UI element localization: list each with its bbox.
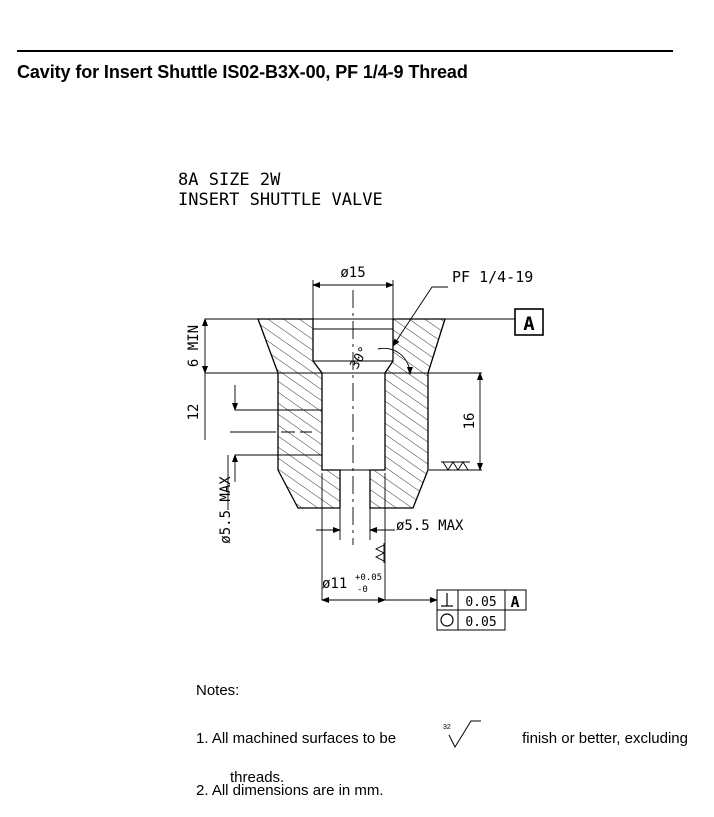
reference-lines bbox=[205, 280, 515, 600]
angle-label: 30° bbox=[347, 344, 372, 372]
dim-port-diameter-bottom: ø5.5 MAX bbox=[396, 518, 464, 534]
note-1-text-after: finish or better, excluding bbox=[522, 730, 688, 747]
note-1: 1. All machined surfaces to be 32 finish… bbox=[196, 720, 688, 788]
notes-heading: Notes: bbox=[196, 682, 240, 699]
note-1-text: 1. All machined surfaces to be bbox=[196, 730, 397, 747]
dim-side-port: 12 bbox=[186, 404, 202, 421]
cavity-drawing: 8A SIZE 2W INSERT SHUTTLE VALVE bbox=[178, 170, 544, 631]
note-1-continuation: threads. bbox=[230, 769, 285, 786]
dim-port-diameter-left: ø5.5 MAX bbox=[218, 476, 234, 544]
fcf-datum: A bbox=[510, 593, 519, 611]
tolerance-upper: +0.05 bbox=[355, 573, 382, 583]
notes-section: Notes: 1. All machined surfaces to be 32… bbox=[196, 681, 688, 799]
datum-a-box bbox=[514, 308, 544, 336]
page-title: Cavity for Insert Shuttle IS02-B3X-00, P… bbox=[17, 62, 468, 82]
tolerance-lower: -0 bbox=[357, 585, 368, 595]
fcf-perpendicularity-value: 0.05 bbox=[465, 595, 496, 610]
thread-label: PF 1/4-19 bbox=[452, 268, 533, 286]
dim-top-diameter: ø15 bbox=[340, 265, 365, 281]
dimension-lines bbox=[202, 282, 483, 603]
surface-roughness-value: 32 bbox=[443, 724, 451, 731]
feature-control-frame: 0.05 A 0.05 bbox=[436, 589, 527, 631]
surface-roughness-icon: 32 bbox=[437, 717, 482, 749]
surface-finish-icon bbox=[374, 543, 386, 563]
circularity-icon bbox=[440, 613, 454, 627]
dim-min-depth: 6 MIN bbox=[186, 325, 202, 367]
caption-line1: 8A SIZE 2W bbox=[178, 170, 281, 190]
section-body bbox=[257, 318, 446, 509]
title-rule bbox=[17, 50, 673, 52]
dim-bore-depth: 16 bbox=[462, 413, 478, 430]
caption-line2: INSERT SHUTTLE VALVE bbox=[178, 190, 383, 210]
fcf-circularity-value: 0.05 bbox=[465, 615, 496, 630]
datum-a-label: A bbox=[523, 313, 535, 335]
dim-bore-diameter: ø11 bbox=[322, 576, 347, 592]
note-2: 2. All dimensions are in mm. bbox=[196, 782, 384, 799]
surface-finish-icon bbox=[441, 461, 470, 471]
